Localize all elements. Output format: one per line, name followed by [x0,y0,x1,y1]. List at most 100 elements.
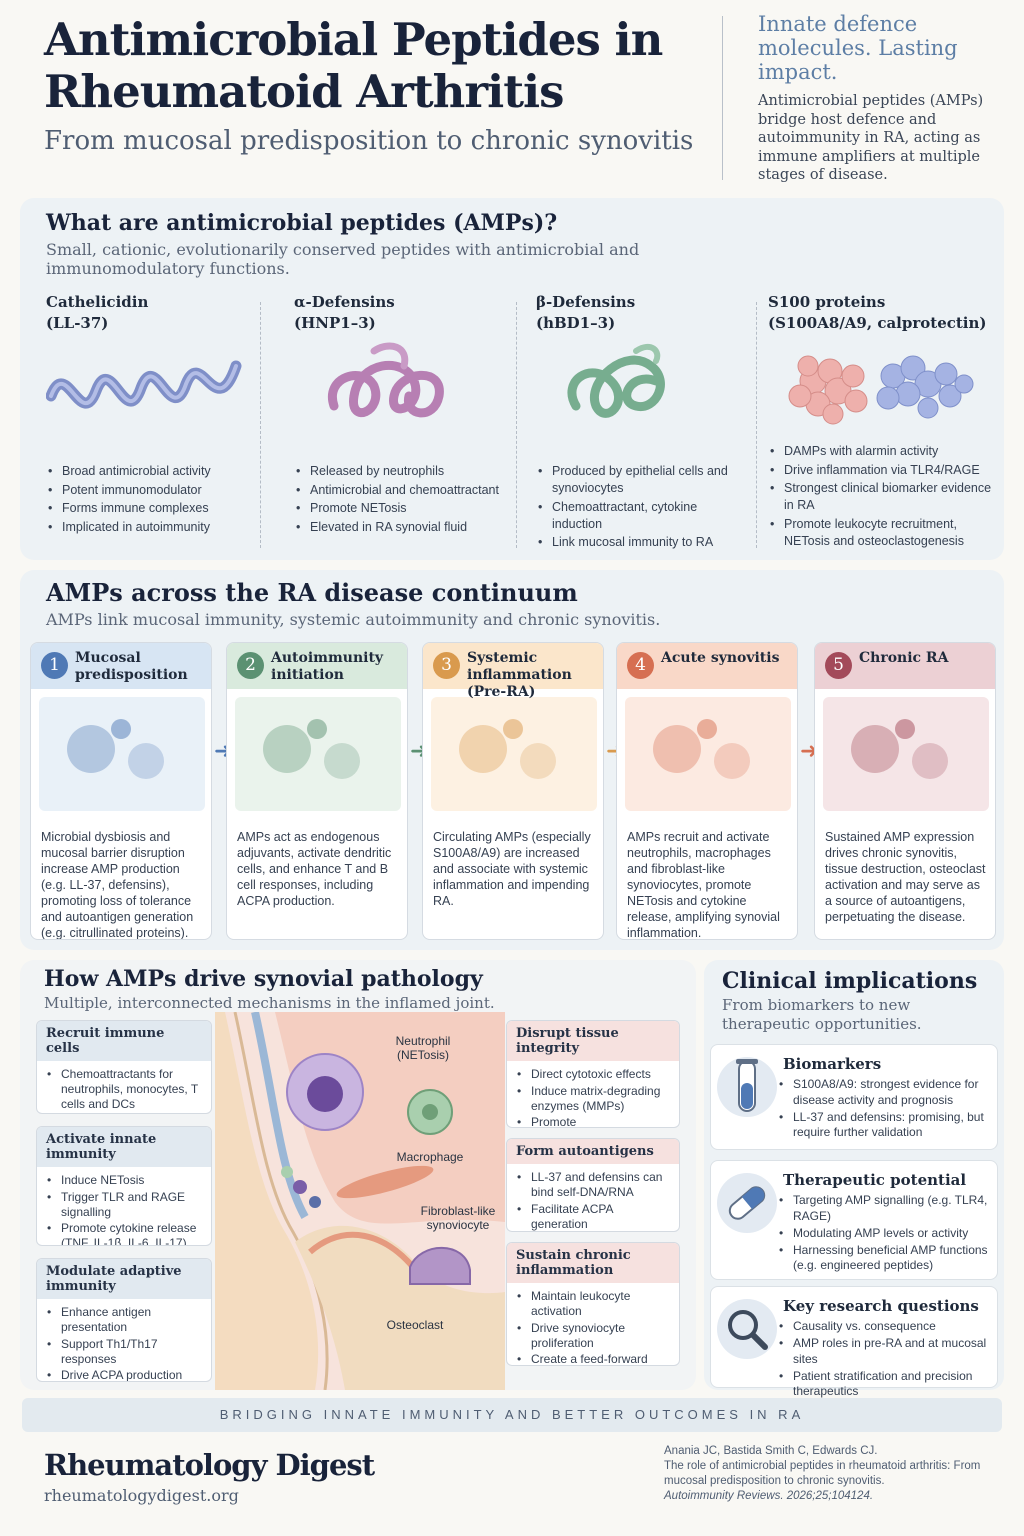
bullet: LL-37 and defensins: promising, but requ… [777,1110,995,1141]
test-tube-icon [717,1057,777,1117]
stage-number: 2 [237,652,264,679]
bullet: Chemoattractants for neutrophils, monocy… [45,1067,203,1112]
bullet: LL-37 and defensins can bind self-DNA/RN… [515,1170,671,1200]
mechanism-bullets: Direct cytotoxic effectsInduce matrix-de… [507,1061,679,1127]
amp-subname: (LL-37) [46,314,109,332]
page-title: Antimicrobial Peptides in Rheumatoid Art… [44,13,663,118]
section-subtitle: Multiple, interconnected mechanisms in t… [44,994,495,1012]
stage-illustration [39,697,205,811]
stage-header: 4 Acute synovitis [617,643,797,689]
mechanism-bullets: Enhance antigen presentationSupport Th1/… [37,1299,211,1381]
section-title: AMPs across the RA disease continuum [46,578,578,607]
bullet: Potent immunomodulator [46,482,256,499]
header-divider [722,16,723,180]
bullet: Facilitate ACPA generation [515,1202,671,1232]
stage-illustration [625,697,791,811]
stage-arrow-icon: ➜ [800,738,819,763]
section-subtitle: From biomarkers to new therapeutic oppor… [722,996,922,1033]
stage-header: 1 Mucosal predisposition [31,643,211,689]
mechanism-title: Form autoantigens [507,1139,679,1164]
fibroblast-label: Fibroblast-like synoviocyte [420,1204,496,1232]
bullet: Induce NETosis [45,1173,203,1188]
bullet: Support Th1/Th17 responses [45,1337,203,1367]
clinical-bullets: S100A8/A9: strongest evidence for diseas… [777,1077,995,1142]
beta-defensin-illustration [567,343,665,418]
what-are-amps-panel: What are antimicrobial peptides (AMPs)? … [20,198,1004,560]
intro-text: Antimicrobial peptides (AMPs) bridge hos… [758,93,984,183]
amp-column-s100: S100 proteins (S100A8/A9, calprotectin) … [768,292,994,551]
section-title: Clinical implications [722,968,978,994]
clinical-card-title: Biomarkers [783,1055,882,1073]
mechanism-title: Recruit immune cells [37,1021,211,1061]
bullet: Implicated in autoimmunity [46,519,256,536]
mechanism-title: Sustain chronic inflammation [507,1243,679,1283]
stage-card: 3 Systemic inflammation (Pre-RA) Circula… [422,642,604,940]
section-title: What are antimicrobial peptides (AMPs)? [46,210,558,236]
clinical-bullets: Targeting AMP signalling (e.g. TLR4, RAG… [777,1193,995,1275]
section-subtitle: AMPs link mucosal immunity, systemic aut… [46,610,661,629]
stage-card: 2 Autoimmunity initiation AMPs act as en… [226,642,408,940]
magnifier-icon [717,1299,777,1359]
stage-label: Acute synovitis [661,650,780,666]
bullet: AMP roles in pre-RA and at mucosal sites [777,1336,995,1367]
banner: BRIDGING INNATE IMMUNITY AND BETTER OUTC… [22,1398,1002,1432]
capsule-icon [717,1173,777,1233]
bullet: Causality vs. consequence [777,1319,995,1335]
bullet: Forms immune complexes [46,500,256,517]
bullet: Trigger TLR and RAGE signalling [45,1190,203,1220]
amp-column-beta-defensins: β-Defensins (hBD1–3) Produced by epithel… [536,292,736,553]
amp-name: S100 proteins [768,293,886,311]
brand-name: Rheumatology Digest [44,1448,375,1482]
mechanism-box: Disrupt tissue integrityDirect cytotoxic… [506,1020,680,1128]
bullet: Promote leukocyte recruitment, NETosis a… [768,516,994,550]
bullet: Strongest clinical biomarker evidence in… [768,480,994,514]
tagline: Innate defence molecules. Lasting impact… [758,12,958,84]
citation: Anania JC, Bastida Smith C, Edwards CJ. … [664,1444,994,1504]
section-subtitle: Small, cationic, evolutionarily conserve… [46,240,640,278]
column-divider [260,302,261,548]
stage-header: 5 Chronic RA [815,643,995,689]
citation-authors: Anania JC, Bastida Smith C, Edwards CJ. [664,1445,878,1457]
bullet: Drive synoviocyte proliferation [515,1321,671,1351]
bullet: Link mucosal immunity to RA [536,534,736,551]
s100-protein-illustration [788,355,974,425]
stage-header: 3 Systemic inflammation (Pre-RA) [423,643,603,700]
amp-subname: (HNP1–3) [294,314,376,332]
stage-description: AMPs recruit and activate neutrophils, m… [627,830,780,940]
bullet: S100A8/A9: strongest evidence for diseas… [777,1077,995,1108]
brand-url[interactable]: rheumatologydigest.org [44,1486,239,1505]
amp-subname: (S100A8/A9, calprotectin) [768,314,987,332]
amp-subname: (hBD1–3) [536,314,616,332]
mechanism-box: Sustain chronic inflammationMaintain leu… [506,1242,680,1366]
alpha-defensin-illustration [327,342,444,418]
clinical-card: Therapeutic potential Targeting AMP sign… [710,1160,998,1280]
mechanism-title: Activate innate immunity [37,1127,211,1167]
amp-column-alpha-defensins: α-Defensins (HNP1–3) Released by neutrop… [294,292,514,537]
amp-name: α-Defensins [294,293,395,311]
bullet: Released by neutrophils [294,463,514,480]
bullet: DAMPs with alarmin activity [768,443,994,460]
neutrophil-label: Neutrophil (NETosis) [395,1034,451,1062]
stage-label: Mucosal predisposition [75,650,188,683]
clinical-card: Key research questions Causality vs. con… [710,1286,998,1398]
bullet: Chemoattractant, cytokine induction [536,499,736,533]
bullet: Maintain leukocyte activation [515,1289,671,1319]
amp-bullets: Produced by epithelial cells and synovio… [536,463,736,551]
bullet: Promote cytokine release (TNF, IL-1β, IL… [45,1221,203,1245]
stage-illustration [431,697,597,811]
section-title: How AMPs drive synovial pathology [44,966,483,992]
stage-illustration [235,697,401,811]
amp-bullets: Released by neutrophils Antimicrobial an… [294,463,514,536]
citation-title: The role of antimicrobial peptides in rh… [664,1460,981,1487]
bullet: Patient stratification and precision the… [777,1369,995,1400]
stage-header: 2 Autoimmunity initiation [227,643,407,689]
amp-name: Cathelicidin [46,293,149,311]
banner-text: BRIDGING INNATE IMMUNITY AND BETTER OUTC… [219,1407,805,1422]
column-divider [756,302,757,548]
helix-illustration [45,360,242,409]
bullet: Broad antimicrobial activity [46,463,256,480]
mechanism-bullets: Maintain leukocyte activationDrive synov… [507,1283,679,1365]
bullet: Direct cytotoxic effects [515,1067,671,1082]
amp-bullets: DAMPs with alarmin activity Drive inflam… [768,443,994,550]
stage-number: 4 [627,652,654,679]
